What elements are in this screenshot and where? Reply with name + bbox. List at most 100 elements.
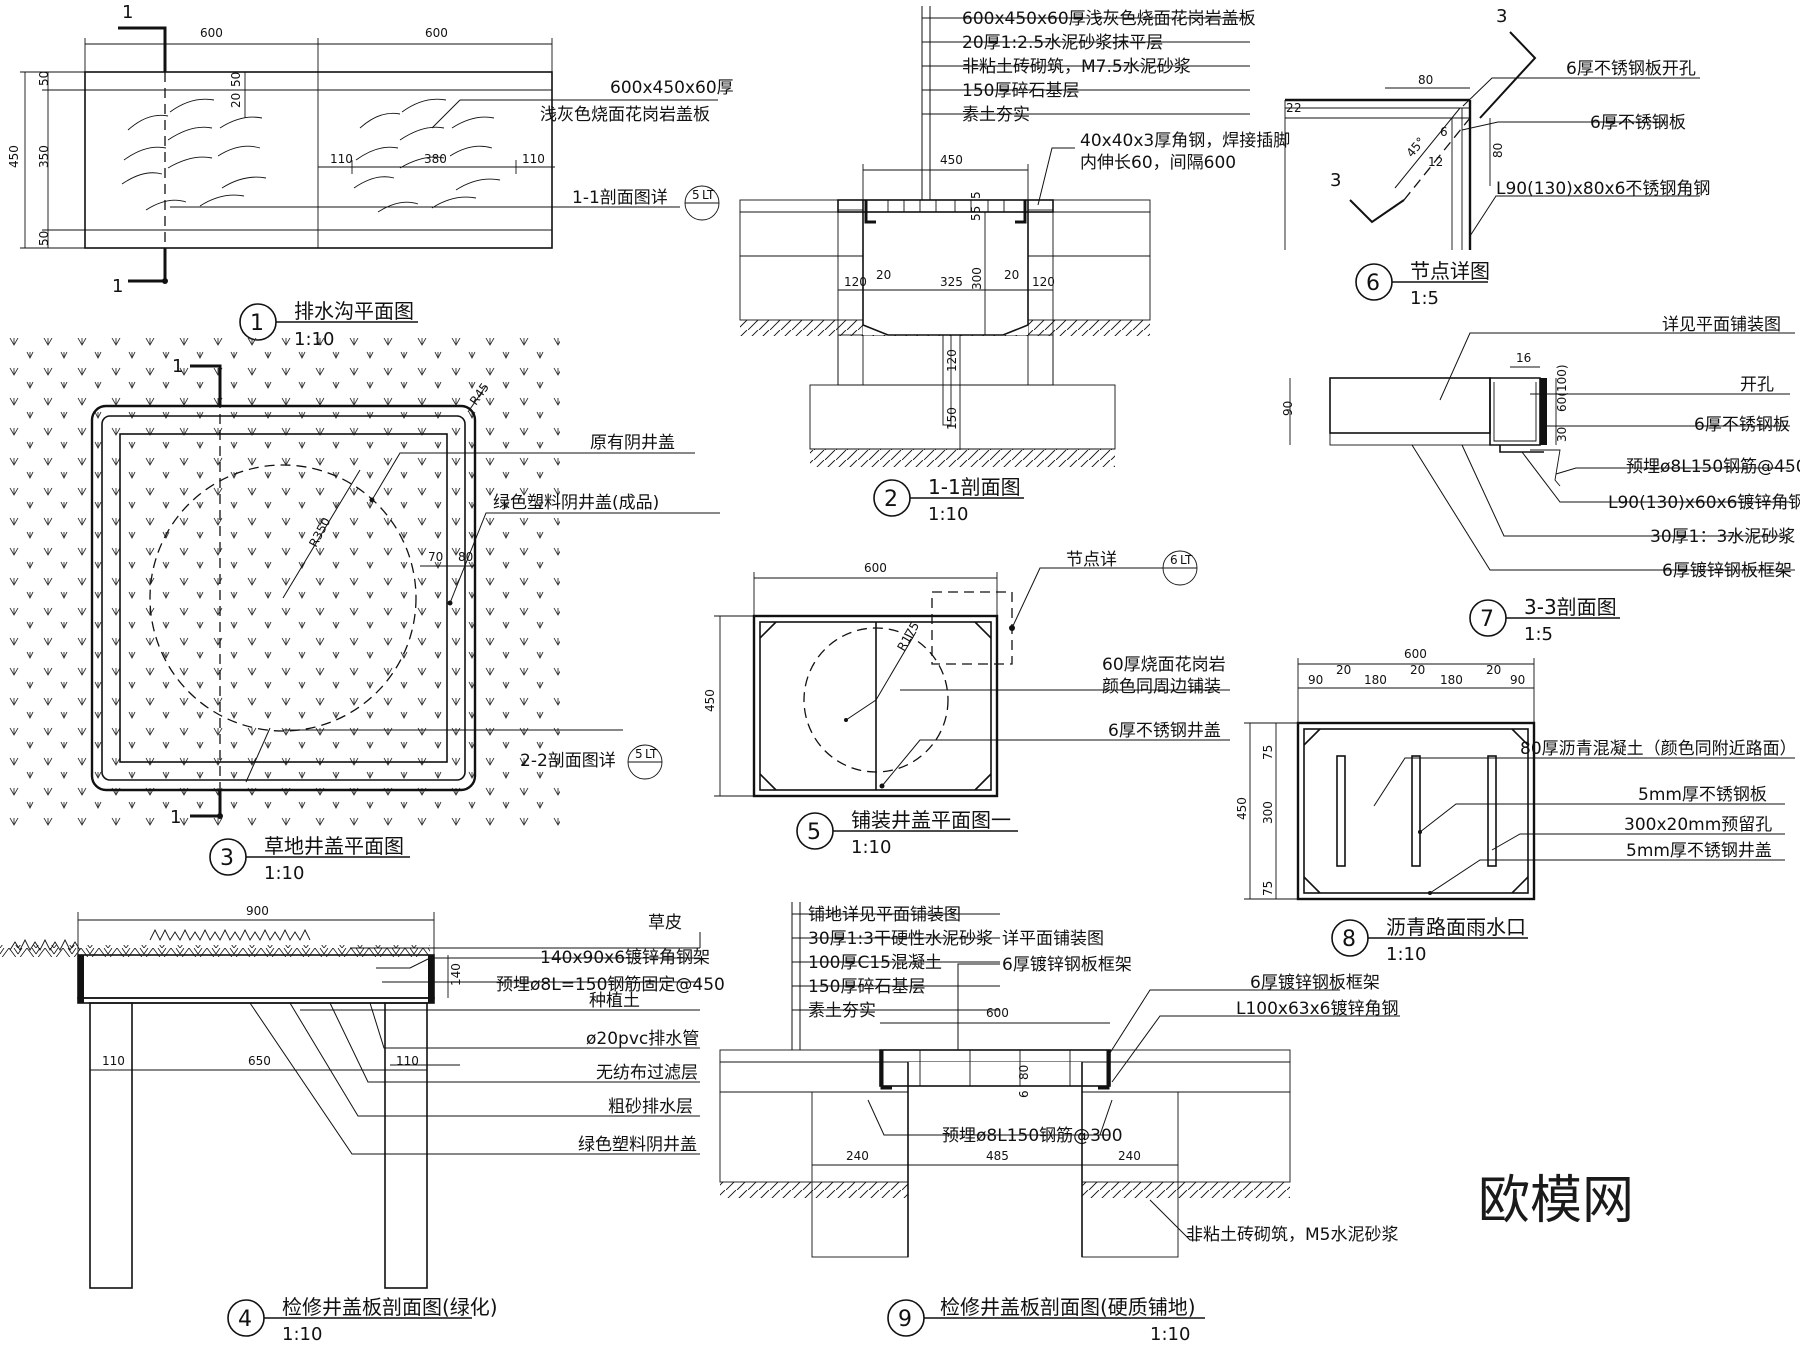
d3-cut-top: 1 [172, 356, 183, 377]
d2-dim-20b: 20 [1004, 268, 1019, 282]
d6-label-steel-plate: 6厚不锈钢板 [1590, 113, 1686, 133]
d9-layer-soil: 素土夯实 [808, 1001, 876, 1021]
d3-ref-bot: LT [645, 747, 658, 761]
d8-dim-180b: 180 [1440, 673, 1463, 687]
detail-8-asphalt-inlet: 600 90 20 180 20 180 20 90 450 75 300 75… [1235, 647, 1797, 965]
d9-label-frame-left: 6厚镀锌钢板框架 [1002, 955, 1132, 975]
d4-label-frame: 140x90x6镀锌角钢架 [540, 948, 710, 968]
d2-dim-20a: 20 [876, 268, 891, 282]
d7-label-angle: L90(130)x60x6镀锌角钢 [1608, 493, 1800, 513]
d2-layer-mortar: 20厚1:2.5水泥砂浆抹平层 [962, 33, 1163, 53]
d1-dim-h-top: 50 [37, 71, 51, 86]
d4-label-filter: 无纺布过滤层 [596, 1063, 698, 1083]
d6-dim-e: 6 [1440, 125, 1448, 139]
d5-label-node: 节点详 [1066, 550, 1117, 570]
d6-dim-w: 80 [1418, 73, 1433, 87]
d6-title: 节点详图 [1410, 259, 1490, 283]
d5-label-color: 颜色同周边铺装 [1102, 677, 1221, 697]
d4-number: 4 [238, 1307, 252, 1332]
d1-cut-bot: 1 [112, 276, 123, 297]
d7-dim-v2: 60(100) [1555, 364, 1569, 412]
d8-dim-20b: 20 [1410, 663, 1425, 677]
d4-dim-right: 110 [396, 1054, 419, 1068]
d5-ref-top: 6 [1170, 553, 1178, 567]
d1-dim-h-total: 450 [7, 145, 21, 168]
d6-number: 6 [1366, 271, 1380, 296]
d4-label-cover: 绿色塑料阴井盖 [578, 1135, 697, 1155]
d6-dim-b: 2 [1294, 101, 1302, 115]
d9-label-angle: L100x63x6镀锌角钢 [1236, 999, 1399, 1019]
d5-title: 铺装井盖平面图一 [851, 808, 1011, 832]
d7-label-frame: 6厚镀锌钢板框架 [1662, 561, 1792, 581]
d9-scale: 1:10 [1150, 1324, 1190, 1345]
d5-dim-h: 450 [703, 689, 717, 712]
d7-title: 3-3剖面图 [1524, 595, 1617, 619]
d6-dim-a: 2 [1286, 101, 1294, 115]
d6-cut-top: 3 [1496, 6, 1507, 27]
d2-side-note-2: 内伸长60，间隔600 [1080, 153, 1236, 173]
d2-dim-5: 5 [969, 191, 983, 199]
d2-layer-cover: 600x450x60厚浅灰色烧面花岗岩盖板 [962, 9, 1256, 29]
d9-dim-h80: 80 [1017, 1065, 1031, 1080]
d8-dim-20c: 20 [1486, 663, 1501, 677]
d2-dim-top: 450 [940, 153, 963, 167]
d7-label-paving: 详见平面铺装图 [1662, 315, 1781, 335]
d9-dim-r: 240 [1118, 1149, 1141, 1163]
d3-cut-bot: 1 [170, 807, 181, 828]
d2-side-note-1: 40x40x3厚角钢，焊接插脚 [1080, 131, 1290, 151]
d9-dim-h6: 6 [1017, 1090, 1031, 1098]
d1-dim-gap2: 110 [522, 152, 545, 166]
d2-number: 2 [884, 487, 898, 512]
d2-dim-depth: 300 [970, 267, 984, 290]
d1-dim-h-bot: 50 [37, 231, 51, 246]
d2-title: 1-1剖面图 [928, 475, 1021, 499]
d9-layer-paving: 铺地详见平面铺装图 [808, 905, 961, 925]
d8-dim-90a: 90 [1308, 673, 1323, 687]
d7-label-rebar: 预埋ø8L150钢筋@450 [1626, 457, 1800, 477]
d7-label-mortar: 30厚1：3水泥砂浆 [1650, 527, 1795, 547]
d8-number: 8 [1342, 927, 1356, 952]
d7-dim-w: 16 [1516, 351, 1531, 365]
d3-scale: 1:10 [264, 863, 304, 884]
d2-scale: 1:10 [928, 504, 968, 525]
d3-title: 草地井盖平面图 [264, 834, 404, 858]
d1-dim-h-inner2: 20 [229, 93, 243, 108]
d9-layer-concrete: 100厚C15混凝土 [808, 953, 942, 973]
d4-scale: 1:10 [282, 1324, 322, 1345]
detail-1-drain-plan: 600 600 450 350 50 50 50 20 110 380 110 … [7, 2, 734, 350]
d5-number: 5 [807, 820, 821, 845]
d8-dim-90b: 90 [1510, 673, 1525, 687]
d4-title: 检修井盖板剖面图(绿化) [282, 1295, 498, 1319]
d1-title: 排水沟平面图 [294, 299, 414, 323]
d2-dim-inner: 325 [940, 275, 963, 289]
detail-4-section-green: 900 110 650 110 140 草皮 140x90x6镀锌角钢架 预埋ø… [0, 904, 725, 1345]
d8-scale: 1:10 [1386, 944, 1426, 965]
d6-dim-d: 12 [1428, 155, 1443, 169]
d7-dim-h: 90 [1281, 401, 1295, 416]
d3-ref-top: 5 [635, 747, 643, 761]
d1-ref-top: 5 [692, 188, 700, 202]
d6-dim-c: 45° [1404, 135, 1428, 160]
detail-3-grass-cover-plan: 1 1 R350 R45 原有阴井盖 绿色塑料阴井盖(成品) 70 80 2-2… [0, 338, 720, 884]
d9-number: 9 [898, 1307, 912, 1332]
d2-layer-soil: 素土夯实 [962, 105, 1030, 125]
d6-label-perforated: 6厚不锈钢板开孔 [1566, 59, 1696, 79]
d8-dim-b75: 75 [1261, 881, 1275, 896]
d8-label-asphalt: 80厚沥青混凝土（颜色同附近路面） [1520, 739, 1797, 759]
d5-label-granite: 60厚烧面花岗岩 [1102, 655, 1226, 675]
d9-label-frame-right: 6厚镀锌钢板框架 [1250, 973, 1380, 993]
d8-label-slot: 300x20mm预留孔 [1624, 815, 1772, 835]
detail-9-section-paving: 600 80 6 240 485 240 铺地详见平面铺装图 30厚1:3干硬性… [719, 902, 1400, 1345]
d9-layer-gravel: 150厚碎石基层 [808, 977, 925, 997]
d1-dim-w1: 600 [200, 26, 223, 40]
d5-ref-bot: LT [1180, 553, 1193, 567]
d2-dim-right: 120 [1032, 275, 1055, 289]
d9-dim-l: 240 [846, 1149, 869, 1163]
d9-dim-m: 485 [986, 1149, 1009, 1163]
d7-dim-v1: 30 [1555, 427, 1569, 442]
d4-dim-left: 110 [102, 1054, 125, 1068]
d1-label-cover-material: 浅灰色烧面花岗岩盖板 [540, 105, 710, 125]
d5-scale: 1:10 [851, 837, 891, 858]
detail-7-section-3-3: 16 90 30 60(100) 详见平面铺装图 开孔 6厚不锈钢板 预埋ø8L… [1281, 315, 1800, 645]
